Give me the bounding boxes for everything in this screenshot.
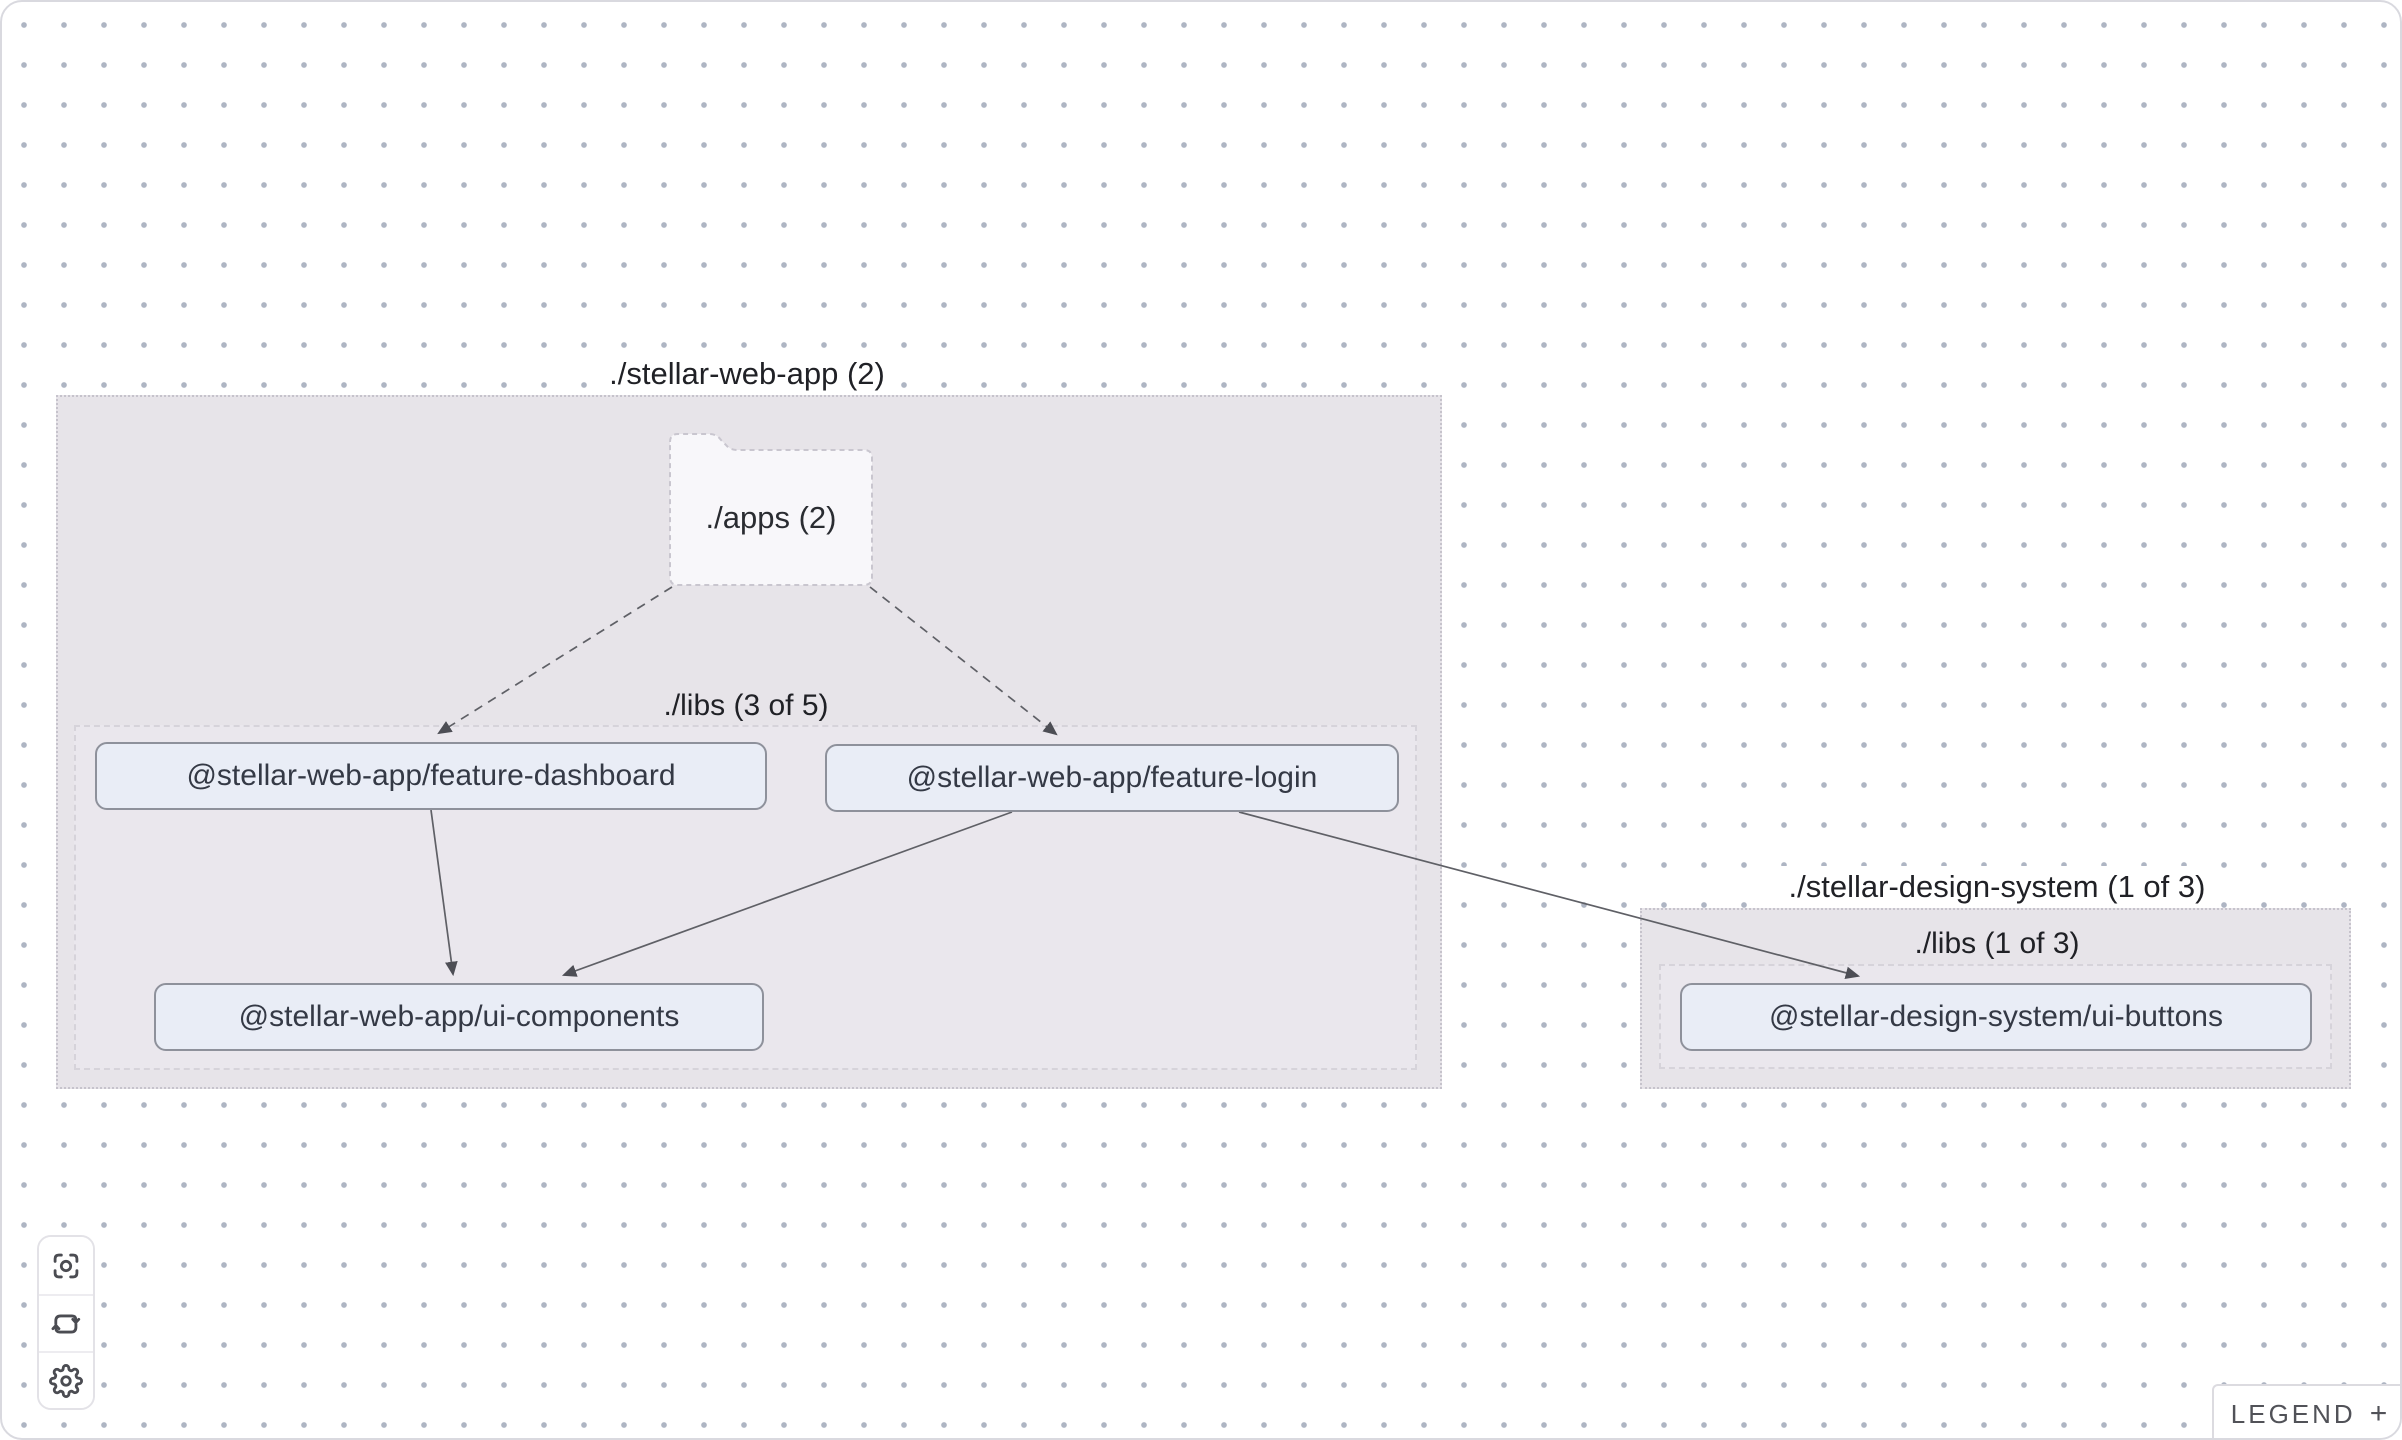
node-ui-components[interactable]: @stellar-web-app/ui-components [154,983,764,1051]
apps-folder-node[interactable]: ./apps (2) [705,500,837,535]
refresh-button[interactable] [39,1294,93,1351]
legend-toggle[interactable]: LEGEND + [2212,1384,2400,1438]
legend-label: LEGEND [2230,1398,2356,1429]
cluster-label-design-system-libs: ./libs (1 of 3) [1914,927,2080,960]
cluster-label-web-app-libs: ./libs (3 of 5) [663,689,829,722]
node-ui-buttons[interactable]: @stellar-design-system/ui-buttons [1680,983,2312,1051]
gear-icon [49,1363,83,1398]
cluster-title-stellar-design-system: ./stellar-design-system (1 of 3) [1776,866,2218,908]
node-feature-login[interactable]: @stellar-web-app/feature-login [825,744,1399,812]
settings-button[interactable] [39,1351,93,1408]
focus-icon [53,1253,79,1278]
focus-button[interactable] [39,1237,93,1294]
cluster-title-stellar-web-app: ./stellar-web-app (2) [597,353,897,395]
legend-expand-icon: + [2369,1397,2388,1430]
refresh-icon [51,1314,81,1333]
node-feature-dashboard[interactable]: @stellar-web-app/feature-dashboard [95,742,767,810]
canvas-toolbar [37,1235,95,1410]
